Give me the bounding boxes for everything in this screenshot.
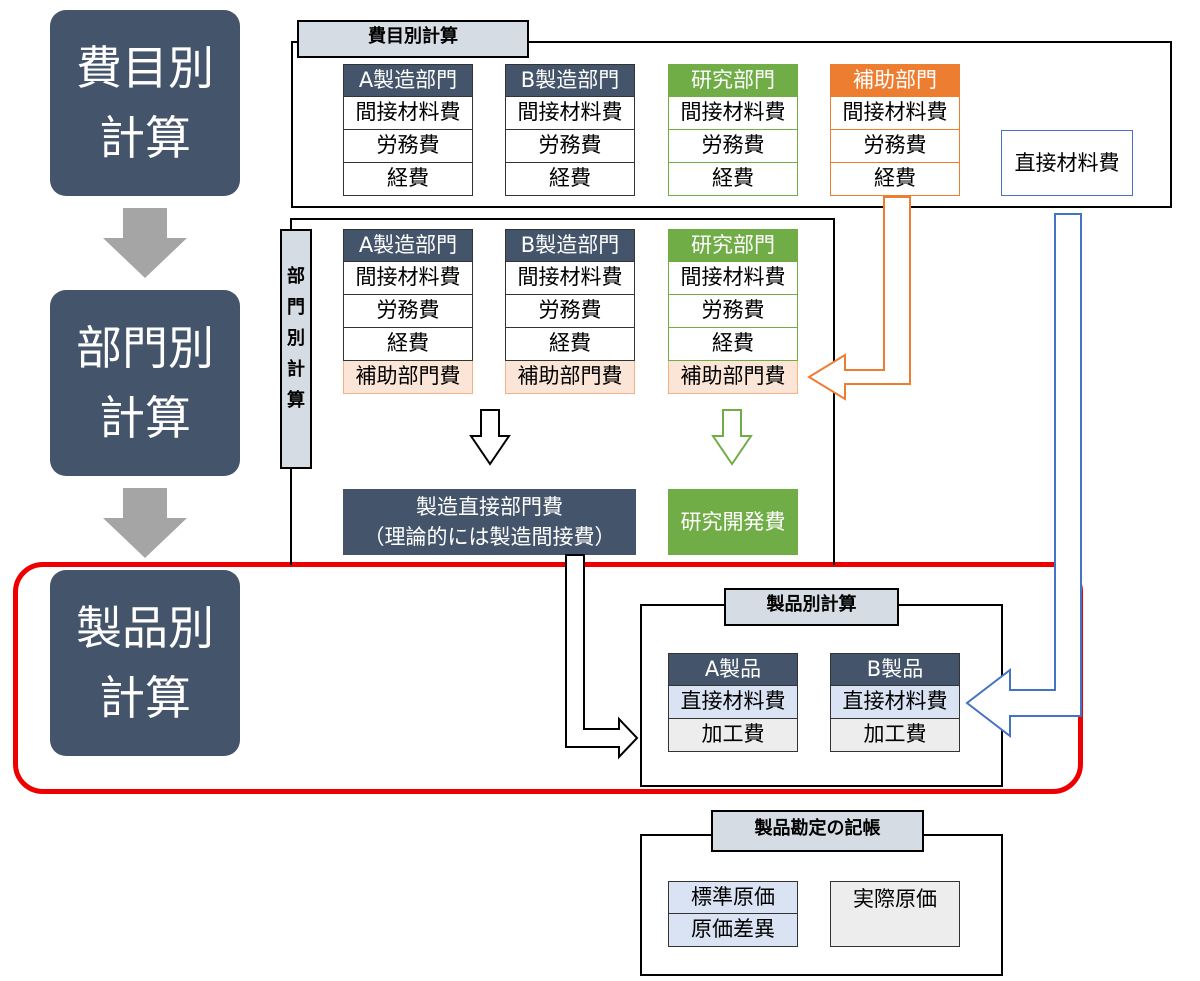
- support-allocation-arrow: [807, 196, 911, 401]
- table-cell: 経費: [830, 163, 960, 196]
- cost-item-frame: [291, 41, 1172, 208]
- dept-table-research: 研究部門 間接材料費 労務費 経費 補助部門費: [668, 229, 798, 394]
- table-cell: 間接材料費: [668, 97, 798, 130]
- table-cell: 間接材料費: [505, 262, 635, 295]
- table-header: 研究部門: [668, 64, 798, 97]
- step-product-label: 製品別計算: [76, 601, 214, 725]
- table-cell: 直接材料費: [830, 686, 960, 719]
- product-table-a: A製品 直接材料費 加工費: [668, 653, 798, 752]
- ledger-tab: 製品勘定の記帳: [711, 810, 924, 852]
- dept-tab: 部門別計算: [280, 229, 312, 469]
- mfg-direct-line1: 製造直接部門費: [416, 495, 563, 519]
- table-header: 補助部門: [830, 64, 960, 97]
- mfg-direct-dept-cost: 製造直接部門費 （理論的には製造間接費）: [343, 489, 636, 555]
- table-cell: 経費: [343, 328, 473, 361]
- table-cell: 労務費: [668, 130, 798, 163]
- dept-table-b: B製造部門 間接材料費 労務費 経費 補助部門費: [505, 229, 635, 394]
- table-cell: 補助部門費: [505, 361, 635, 394]
- table-cell: 補助部門費: [343, 361, 473, 394]
- table-b-dept: B製造部門 間接材料費 労務費 経費: [505, 64, 635, 196]
- table-cell: 労務費: [505, 295, 635, 328]
- table-header: A製品: [668, 653, 798, 686]
- table-header: A製造部門: [343, 64, 473, 97]
- table-cell: 間接材料費: [343, 262, 473, 295]
- table-support-dept: 補助部門 間接材料費 労務費 経費: [830, 64, 960, 196]
- table-cell: 経費: [505, 328, 635, 361]
- table-header: 研究部門: [668, 229, 798, 262]
- table-header: B製造部門: [505, 229, 635, 262]
- processing-cost-arrow: [565, 554, 639, 760]
- direct-material-box: 直接材料費: [1001, 130, 1133, 196]
- table-cell: 経費: [668, 163, 798, 196]
- actual-cost-box: 実際原価: [830, 881, 960, 947]
- step-product: 製品別計算: [50, 570, 240, 756]
- direct-material-arrow: [965, 213, 1082, 739]
- table-research-dept: 研究部門 間接材料費 労務費 経費: [668, 64, 798, 196]
- table-cell: 加工費: [668, 719, 798, 752]
- table-cell: 間接材料費: [505, 97, 635, 130]
- table-a-dept: A製造部門 間接材料費 労務費 経費: [343, 64, 473, 196]
- mfg-direct-line2: （理論的には製造間接費）: [363, 525, 616, 549]
- product-tab: 製品別計算: [724, 588, 899, 626]
- ledger-standard-table: 標準原価 原価差異: [668, 881, 798, 947]
- dept-table-a: A製造部門 間接材料費 労務費 経費 補助部門費: [343, 229, 473, 394]
- rnd-cost-box: 研究開発費: [668, 489, 798, 555]
- table-cell: 労務費: [343, 295, 473, 328]
- table-cell: 労務費: [830, 130, 960, 163]
- table-header: B製造部門: [505, 64, 635, 97]
- dept-down-arrow-icon: [469, 409, 511, 466]
- product-table-b: B製品 直接材料費 加工費: [830, 653, 960, 752]
- table-cell: 間接材料費: [343, 97, 473, 130]
- standard-cost-cell: 標準原価: [668, 881, 798, 914]
- table-header: B製品: [830, 653, 960, 686]
- table-cell: 加工費: [830, 719, 960, 752]
- table-cell: 直接材料費: [668, 686, 798, 719]
- cost-variance-cell: 原価差異: [668, 914, 798, 947]
- table-cell: 労務費: [343, 130, 473, 163]
- step-cost-item: 費目別計算: [50, 10, 240, 196]
- table-cell: 労務費: [505, 130, 635, 163]
- table-cell: 経費: [668, 328, 798, 361]
- table-cell: 労務費: [668, 295, 798, 328]
- table-cell: 経費: [505, 163, 635, 196]
- step-department: 部門別計算: [50, 290, 240, 476]
- table-cell: 経費: [343, 163, 473, 196]
- cost-item-tab: 費目別計算: [297, 20, 529, 58]
- table-header: A製造部門: [343, 229, 473, 262]
- down-arrow-icon: [103, 488, 187, 558]
- research-down-arrow-icon: [711, 409, 753, 466]
- table-cell: 間接材料費: [830, 97, 960, 130]
- table-cell: 補助部門費: [668, 361, 798, 394]
- step-cost-item-label: 費目別計算: [76, 41, 214, 165]
- down-arrow-icon: [103, 208, 187, 278]
- table-cell: 間接材料費: [668, 262, 798, 295]
- step-department-label: 部門別計算: [76, 321, 214, 445]
